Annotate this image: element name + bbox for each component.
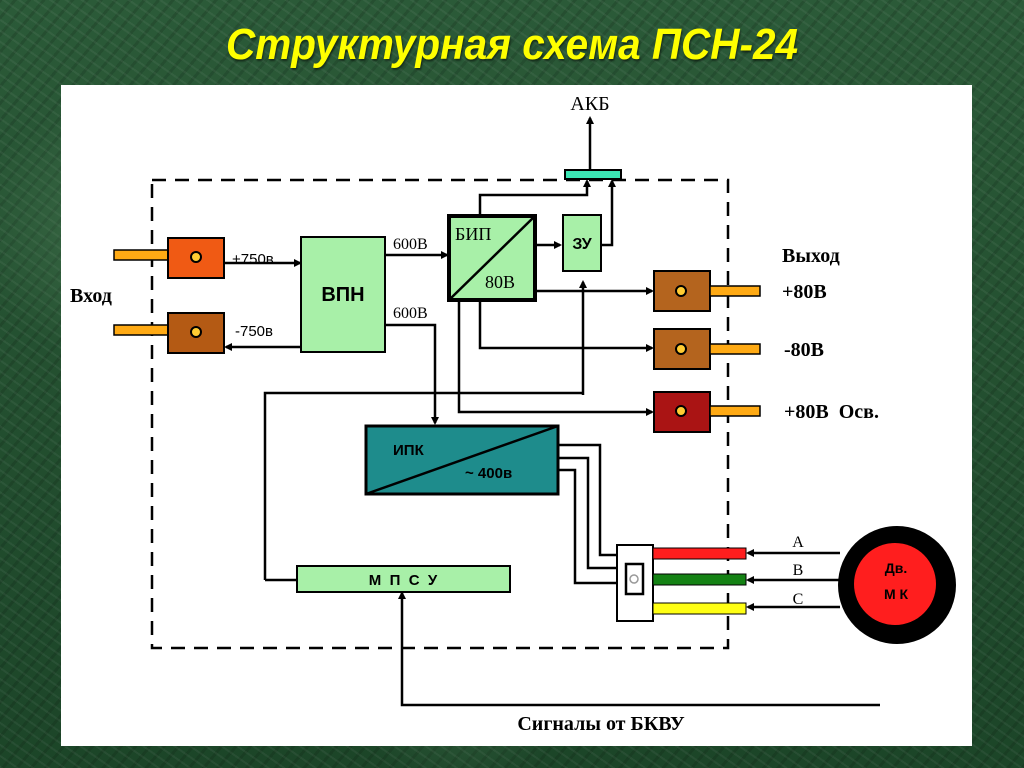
page-title: Структурная схема ПСН-24 bbox=[225, 20, 799, 69]
out-plus80-light-label: +80В Осв. bbox=[784, 401, 879, 423]
zu-label: ЗУ bbox=[572, 236, 592, 253]
phase-b-wire bbox=[652, 573, 747, 586]
bip-80-label: 80В bbox=[485, 272, 515, 292]
bip-label: БИП bbox=[455, 224, 491, 244]
vpn-block bbox=[300, 236, 386, 353]
minus750-label: -750в bbox=[235, 323, 273, 340]
phase-switch bbox=[616, 544, 654, 622]
ipk-400-label: ~ 400в bbox=[465, 465, 512, 482]
akb-label: АКБ bbox=[570, 93, 609, 115]
phase-a-label: A bbox=[792, 534, 804, 551]
input-connector-minus bbox=[113, 312, 225, 354]
ipk-block bbox=[364, 424, 560, 496]
v600-top-label: 600В bbox=[393, 236, 428, 253]
akb-bus-bar bbox=[564, 169, 622, 180]
vpn-label: ВПН bbox=[321, 284, 364, 306]
input-label: Вход bbox=[70, 285, 112, 307]
output-connector-minus80 bbox=[653, 328, 761, 370]
zu-block bbox=[562, 214, 602, 272]
phase-c-wire bbox=[652, 602, 747, 615]
motor-label-line1: Дв. bbox=[885, 560, 907, 576]
output-connector-plus80 bbox=[653, 270, 761, 312]
out-plus80-label: +80В bbox=[782, 281, 827, 303]
mpsu-label: М П С У bbox=[369, 572, 438, 589]
out-minus80-label: -80В bbox=[784, 339, 824, 361]
mpsu-block bbox=[296, 565, 511, 593]
output-label: Выход bbox=[782, 245, 840, 267]
phase-b-label: B bbox=[793, 562, 804, 579]
input-connector-plus bbox=[113, 237, 225, 279]
motor bbox=[838, 526, 956, 644]
phase-c-label: C bbox=[793, 591, 804, 608]
output-connector-light bbox=[653, 391, 761, 433]
motor-label-line2: М К bbox=[884, 586, 909, 602]
plus750-label: +750в bbox=[232, 251, 274, 268]
v600-bottom-label: 600В bbox=[393, 305, 428, 322]
wiring bbox=[224, 116, 880, 707]
ipk-label: ИПК bbox=[393, 442, 425, 459]
phase-a-wire bbox=[652, 547, 747, 560]
bip-block bbox=[447, 214, 537, 302]
signals-label: Сигналы от БКВУ bbox=[517, 713, 685, 735]
